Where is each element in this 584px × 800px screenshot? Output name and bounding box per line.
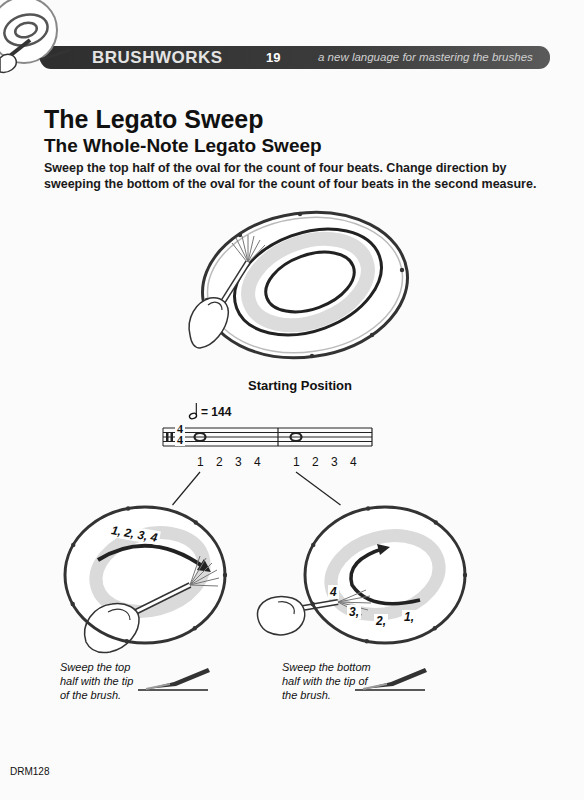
instruction-text: Sweep the top half of the oval for the c… [44,160,546,192]
page-number: 19 [266,50,280,65]
time-signature: 4 [175,435,185,446]
page-title: The Legato Sweep [44,105,263,134]
header-title: BRUSHWORKS [92,48,223,68]
count-label: 1, 2, 3, 4 [108,523,160,546]
count-label: 3, [347,605,361,619]
drum-starting-position [189,199,417,370]
drum-bottom-sweep [257,505,467,645]
leader-line [296,472,341,505]
drum-rim [63,505,227,645]
drum-top-sweep [63,505,227,653]
half-note-symbol [189,403,198,420]
figure-caption: Starting Position [230,378,370,393]
figure-note: Sweep the top half with the tip of the b… [60,660,144,702]
drum-head: 1, 2, 3, 4 [63,505,227,645]
count-label: 2, [374,614,388,628]
beat-count: 1 2 3 4 [293,455,357,469]
count-label: 1, [402,610,416,624]
count-label: 4 [328,585,339,599]
drum-head: 1, 2, 3, 4 [303,505,467,645]
header-tagline: a new language for mastering the brushes [318,51,533,63]
beat-count: 1 2 3 4 [197,455,261,469]
music-staff [163,428,372,446]
section-subtitle: The Whole-Note Legato Sweep [44,135,322,157]
figure-note: Sweep the bottom half with the tip of th… [282,660,378,702]
tempo-marking: = 144 [201,405,231,419]
header-bar [0,0,550,72]
catalog-number: DRM128 [10,766,49,777]
measure-counts: 1 2 3 4 [286,424,370,470]
measure-counts: 1 2 3 4 [190,424,274,470]
time-signature: 4 [175,424,185,435]
leader-line [173,472,201,505]
